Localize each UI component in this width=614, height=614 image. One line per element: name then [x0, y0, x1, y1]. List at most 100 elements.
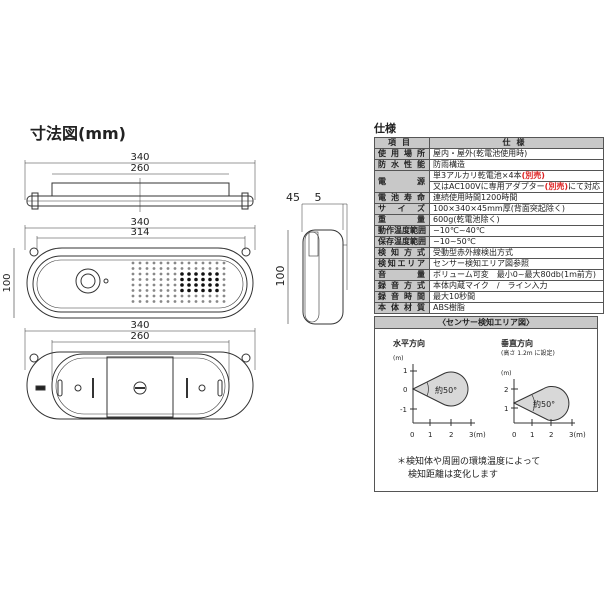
spec-table: 項目 仕様 使用場所屋内・屋外(乾電池使用時) 防水性能防雨構造 電源 単3アル…	[374, 137, 604, 314]
vertical-unit: (m)	[501, 370, 512, 377]
speaker-hole	[145, 294, 149, 298]
horizontal-unit: (m)	[393, 355, 404, 362]
speaker-hole	[166, 300, 170, 303]
speaker-hole	[180, 261, 184, 265]
speaker-hole	[222, 278, 226, 281]
row-label: 防水性能	[374, 159, 430, 171]
speaker-hole	[159, 272, 163, 276]
top-view: 340 260	[24, 152, 256, 212]
table-row: 電池寿命連続使用時間1200時間	[374, 192, 604, 204]
speaker-hole	[152, 300, 156, 303]
row-value: 防雨構造	[429, 159, 604, 171]
row-label: 録音方式	[374, 280, 430, 292]
speaker-hole	[173, 261, 177, 265]
speaker-hole	[194, 261, 198, 265]
speaker-hole	[201, 300, 205, 303]
speaker-hole	[187, 267, 191, 270]
speaker-hole	[194, 272, 198, 276]
speaker-hole	[180, 300, 184, 303]
sold-separately-note: (別売)	[521, 171, 545, 180]
speaker-hole	[159, 278, 163, 281]
speaker-hole	[201, 283, 205, 287]
speaker-hole	[131, 278, 135, 281]
vertical-angle: 約50°	[533, 399, 555, 409]
speaker-hole	[159, 289, 163, 292]
horizontal-angle: 約50°	[435, 385, 457, 395]
speaker-hole	[131, 289, 135, 292]
speaker-hole	[208, 272, 212, 276]
speaker-hole	[215, 288, 219, 293]
speaker-hole	[166, 267, 170, 270]
speaker-hole	[215, 294, 219, 298]
speaker-hole	[180, 267, 184, 270]
front-view: 340 314 100	[2, 217, 256, 319]
speaker-hole	[201, 288, 205, 293]
row-label: 動作温度範囲	[374, 225, 430, 237]
speaker-hole	[187, 277, 191, 282]
row-value: 連続使用時間1200時間	[429, 192, 604, 204]
speaker-hole	[159, 283, 163, 287]
speaker-hole	[201, 267, 205, 270]
row-label: 検知方式	[374, 247, 430, 259]
row-label: 保存温度範囲	[374, 236, 430, 248]
header-item: 項目	[374, 137, 430, 149]
speaker-hole	[180, 288, 184, 293]
speaker-hole	[173, 267, 177, 270]
x-tick: 3(m)	[569, 431, 586, 439]
speaker-hole	[215, 283, 219, 287]
sold-separately-note: (別売)	[544, 182, 568, 191]
sensor-note: 検知距離は変化します	[408, 468, 498, 480]
y-tick: 1	[403, 367, 407, 375]
sensor-area-diagrams: 水平方向 (m) 約50° 1 0 -1 0 1 2 3(m) 垂直方向 (高さ…	[392, 338, 586, 480]
table-row: 保存温度範囲−10~50℃	[374, 236, 604, 248]
speaker-hole	[138, 278, 142, 281]
row-value: −10~50℃	[429, 236, 604, 248]
speaker-hole	[194, 294, 198, 298]
power-battery: 単3アルカリ乾電池×4本	[433, 171, 522, 180]
side-depth: 45	[286, 191, 300, 204]
side-height: 100	[274, 266, 287, 287]
top-width-inner: 260	[130, 163, 149, 174]
speaker-hole	[138, 272, 142, 276]
row-label: サイズ	[374, 203, 430, 215]
sensor-note: ＊検知体や周囲の環境温度によって	[397, 455, 540, 467]
table-row: 音量ボリューム可変 最小0~最大80db(1m前方)	[374, 269, 604, 281]
speaker-hole	[166, 283, 170, 287]
vertical-subtitle: (高さ 1.2m に設定)	[501, 349, 555, 357]
bottom-view: 340 260	[24, 320, 256, 420]
power-adapter: 又はAC100Vに専用アダプター	[433, 182, 545, 191]
speaker-hole	[173, 283, 177, 287]
vertical-diagram: 垂直方向 (高さ 1.2m に設定) (m) 約50° 2 1 0 1 2 3(…	[501, 338, 586, 439]
speaker-hole	[138, 267, 142, 270]
speaker-hole	[166, 272, 170, 276]
front-width-inner: 314	[130, 227, 149, 238]
dimensions-title: 寸法図(mm)	[30, 124, 126, 143]
x-tick: 1	[428, 431, 432, 439]
speaker-hole	[208, 283, 212, 287]
speaker-hole	[194, 277, 198, 282]
row-label: 電源	[374, 170, 430, 193]
speaker-hole	[222, 289, 226, 292]
front-width-total: 340	[130, 217, 149, 228]
speaker-hole	[138, 294, 142, 298]
speaker-hole	[152, 272, 156, 276]
speaker-hole	[138, 261, 142, 265]
side-view: 45 5 100	[274, 191, 348, 325]
speaker-hole	[208, 267, 212, 270]
table-row: 録音方式本体内蔵マイク / ライン入力	[374, 280, 604, 292]
speaker-hole	[159, 300, 163, 303]
horizontal-diagram: 水平方向 (m) 約50° 1 0 -1 0 1 2 3(m)	[392, 338, 486, 439]
row-value: 最大10秒間	[429, 291, 604, 303]
speaker-hole	[201, 261, 205, 265]
speaker-hole	[131, 283, 135, 287]
speaker-hole	[194, 283, 198, 287]
speaker-hole	[173, 294, 177, 298]
speaker-hole	[222, 261, 226, 265]
row-label: 電池寿命	[374, 192, 430, 204]
speaker-hole	[145, 289, 149, 292]
speaker-hole	[145, 283, 149, 287]
speaker-hole	[222, 294, 226, 298]
